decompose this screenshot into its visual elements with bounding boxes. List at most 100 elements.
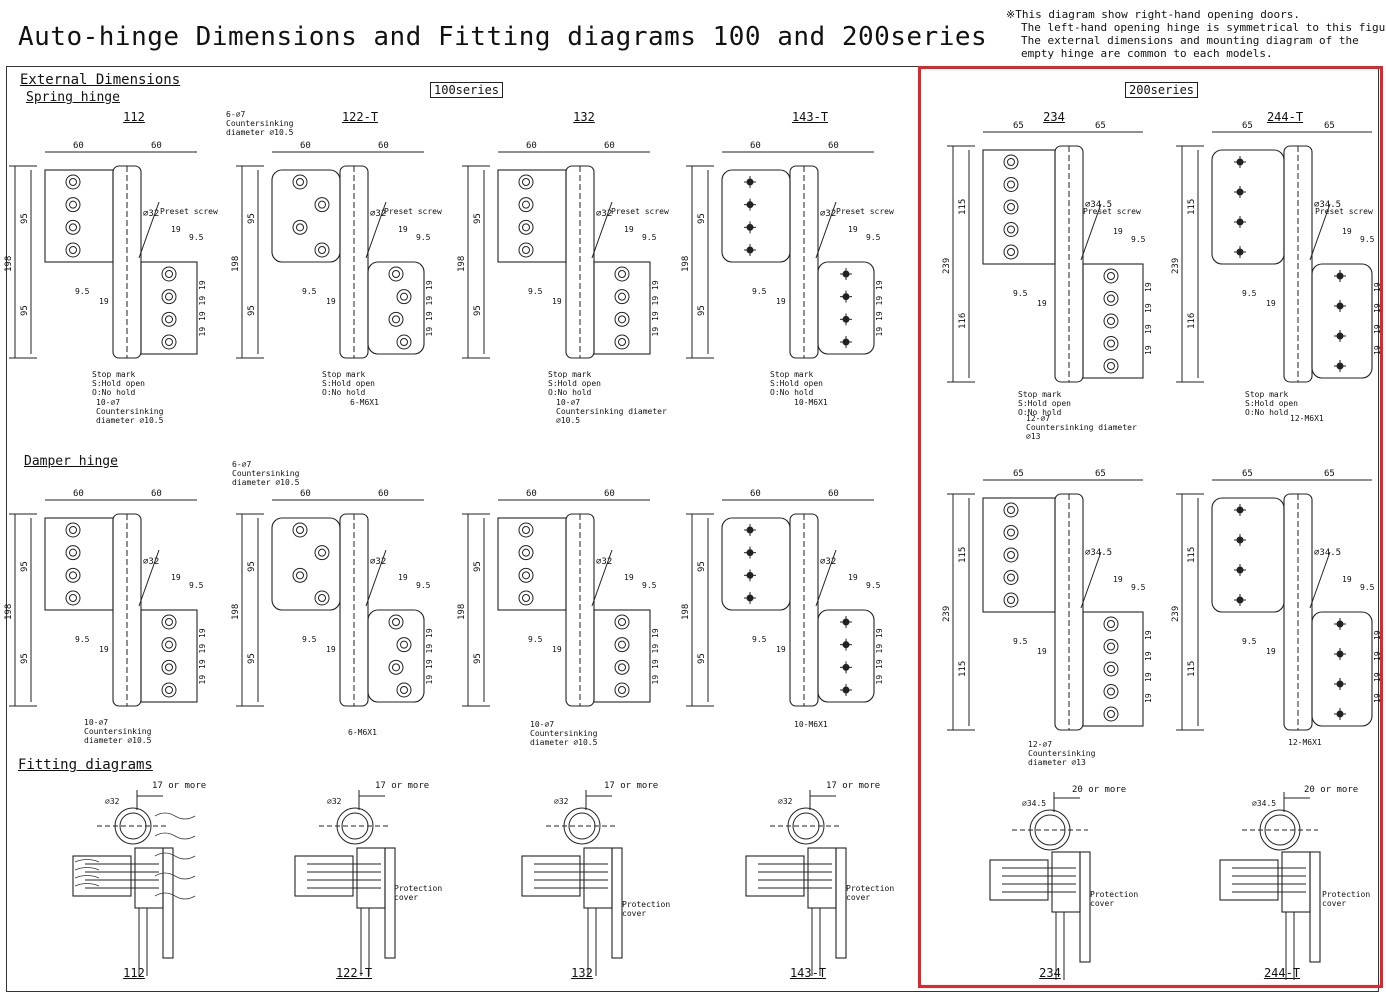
pitch-dimension: 19 bbox=[624, 573, 634, 582]
door-panel bbox=[1079, 851, 1091, 963]
countersunk-hole-inner bbox=[522, 526, 530, 534]
header-note: ※This diagram show right-hand opening do… bbox=[1006, 8, 1386, 60]
pitch-dimension: 19 bbox=[425, 280, 434, 290]
pitch-dimension: 19 bbox=[1144, 630, 1153, 640]
countersunk-hole bbox=[388, 266, 404, 282]
countersunk-hole bbox=[1003, 570, 1019, 585]
width-dimension: 60 bbox=[300, 489, 311, 499]
countersunk-hole bbox=[292, 522, 308, 538]
pitch-dimension: 9.5 bbox=[302, 287, 317, 296]
no-hold-text: O:No hold bbox=[548, 388, 592, 397]
countersunk-hole bbox=[65, 174, 81, 190]
pitch-dimension: 19 bbox=[875, 296, 884, 306]
hinge-leaf bbox=[1082, 263, 1144, 379]
pitch-dimension: 9.5 bbox=[866, 581, 881, 590]
hinge-leaf bbox=[497, 517, 567, 611]
countersunk-hole-inner bbox=[1007, 203, 1015, 211]
countersunk-hole-inner bbox=[618, 663, 626, 672]
countersunk-hole-inner bbox=[1007, 506, 1015, 514]
spring-model-label: 132 bbox=[573, 110, 595, 124]
pitch-dimension: 19 bbox=[398, 573, 408, 582]
pin-diameter: ⌀32 bbox=[370, 557, 386, 567]
countersunk-hole-inner bbox=[296, 571, 304, 580]
half-height-dimension: 95 bbox=[473, 561, 483, 572]
pitch-dimension: 19 bbox=[1144, 282, 1153, 292]
pitch-dimension: 19 bbox=[875, 644, 884, 654]
door-panel bbox=[1309, 851, 1321, 963]
pitch-dimension: 19 bbox=[171, 225, 181, 234]
countersunk-hole-inner bbox=[69, 571, 77, 580]
mount-spec-label: 6-M6X1 bbox=[348, 728, 377, 737]
pitch-dimension: 19 bbox=[1373, 303, 1382, 313]
countersink-text: Countersinking diameter ⌀10.5 bbox=[556, 407, 667, 425]
pin-diameter: ⌀32 bbox=[820, 557, 836, 567]
countersunk-hole-inner bbox=[318, 548, 326, 557]
countersunk-hole bbox=[614, 266, 630, 282]
countersunk-hole bbox=[518, 590, 534, 606]
pitch-dimension: 9.5 bbox=[1131, 235, 1146, 244]
pitch-dimension: 9.5 bbox=[75, 287, 90, 296]
pitch-dimension: 19 bbox=[651, 280, 660, 290]
clearance-label: 17 or more bbox=[826, 781, 881, 791]
half-height-dimension: 115 bbox=[1187, 547, 1197, 563]
countersunk-hole-inner bbox=[522, 200, 530, 209]
pitch-dimension: 19 bbox=[651, 311, 660, 321]
countersunk-hole bbox=[396, 637, 412, 653]
no-hold-text: O:No hold bbox=[770, 388, 814, 397]
countersink-text: Countersinking diameter ⌀10.5 bbox=[84, 727, 152, 745]
stop-mark-text: Stop mark bbox=[92, 370, 136, 379]
hold-open-text: S:Hold open bbox=[1245, 399, 1298, 408]
leader-line bbox=[591, 549, 613, 607]
countersunk-hole bbox=[518, 242, 534, 258]
half-height-dimension: 95 bbox=[697, 561, 707, 572]
hold-open-text: S:Hold open bbox=[322, 379, 375, 388]
no-hold-text: O:No hold bbox=[1245, 408, 1289, 417]
pitch-dimension: 19 bbox=[848, 225, 858, 234]
countersunk-hole bbox=[1003, 244, 1019, 260]
width-dimension: 60 bbox=[300, 141, 311, 151]
pitch-dimension: 19 bbox=[1144, 345, 1153, 355]
hinge-leaf bbox=[44, 169, 114, 263]
countersunk-hole bbox=[161, 659, 177, 675]
countersunk-hole-inner bbox=[1007, 551, 1015, 559]
half-height-dimension: 95 bbox=[20, 213, 30, 224]
mount-spec-label: 10-M6X1 bbox=[794, 720, 828, 729]
clearance-label: 17 or more bbox=[375, 781, 430, 791]
height-dimension: 239 bbox=[942, 606, 952, 622]
pin-diameter: ⌀34.5 bbox=[1022, 799, 1046, 808]
preset-screw-label: Preset screw bbox=[1083, 207, 1141, 216]
door-leaf bbox=[583, 847, 613, 909]
half-height-dimension: 95 bbox=[247, 653, 257, 664]
fitting-model-label: 143-T bbox=[789, 966, 827, 980]
leader-line bbox=[1309, 203, 1331, 261]
hinge-leaf bbox=[593, 609, 651, 703]
countersunk-hole bbox=[65, 545, 81, 561]
countersunk-hole-inner bbox=[296, 526, 304, 534]
hinge-leaf bbox=[817, 609, 875, 703]
pin-diameter: ⌀34.5 bbox=[1314, 200, 1341, 210]
pin-diameter: ⌀32 bbox=[596, 209, 612, 219]
countersunk-hole-inner bbox=[318, 594, 326, 602]
countersunk-hole-inner bbox=[1107, 642, 1115, 651]
pitch-dimension: 19 bbox=[198, 327, 207, 337]
pitch-dimension: 9.5 bbox=[1360, 583, 1375, 592]
countersunk-hole bbox=[65, 590, 81, 606]
countersunk-hole-inner bbox=[165, 663, 173, 672]
countersunk-hole bbox=[396, 334, 412, 350]
stop-mark-text: Stop mark bbox=[1245, 390, 1289, 399]
pitch-dimension: 19 bbox=[425, 327, 434, 337]
countersunk-hole-inner bbox=[1007, 180, 1015, 189]
pin-diameter: ⌀32 bbox=[370, 209, 386, 219]
width-dimension: 60 bbox=[604, 489, 615, 499]
width-dimension: 65 bbox=[1324, 121, 1335, 131]
countersunk-hole-inner bbox=[618, 686, 626, 694]
pitch-dimension: 19 bbox=[1373, 672, 1382, 682]
countersunk-hole-inner bbox=[400, 338, 408, 346]
countersink-text: Countersinking diameter ⌀13 bbox=[1028, 749, 1096, 767]
half-height-dimension: 95 bbox=[473, 213, 483, 224]
pitch-dimension: 19 bbox=[198, 628, 207, 638]
